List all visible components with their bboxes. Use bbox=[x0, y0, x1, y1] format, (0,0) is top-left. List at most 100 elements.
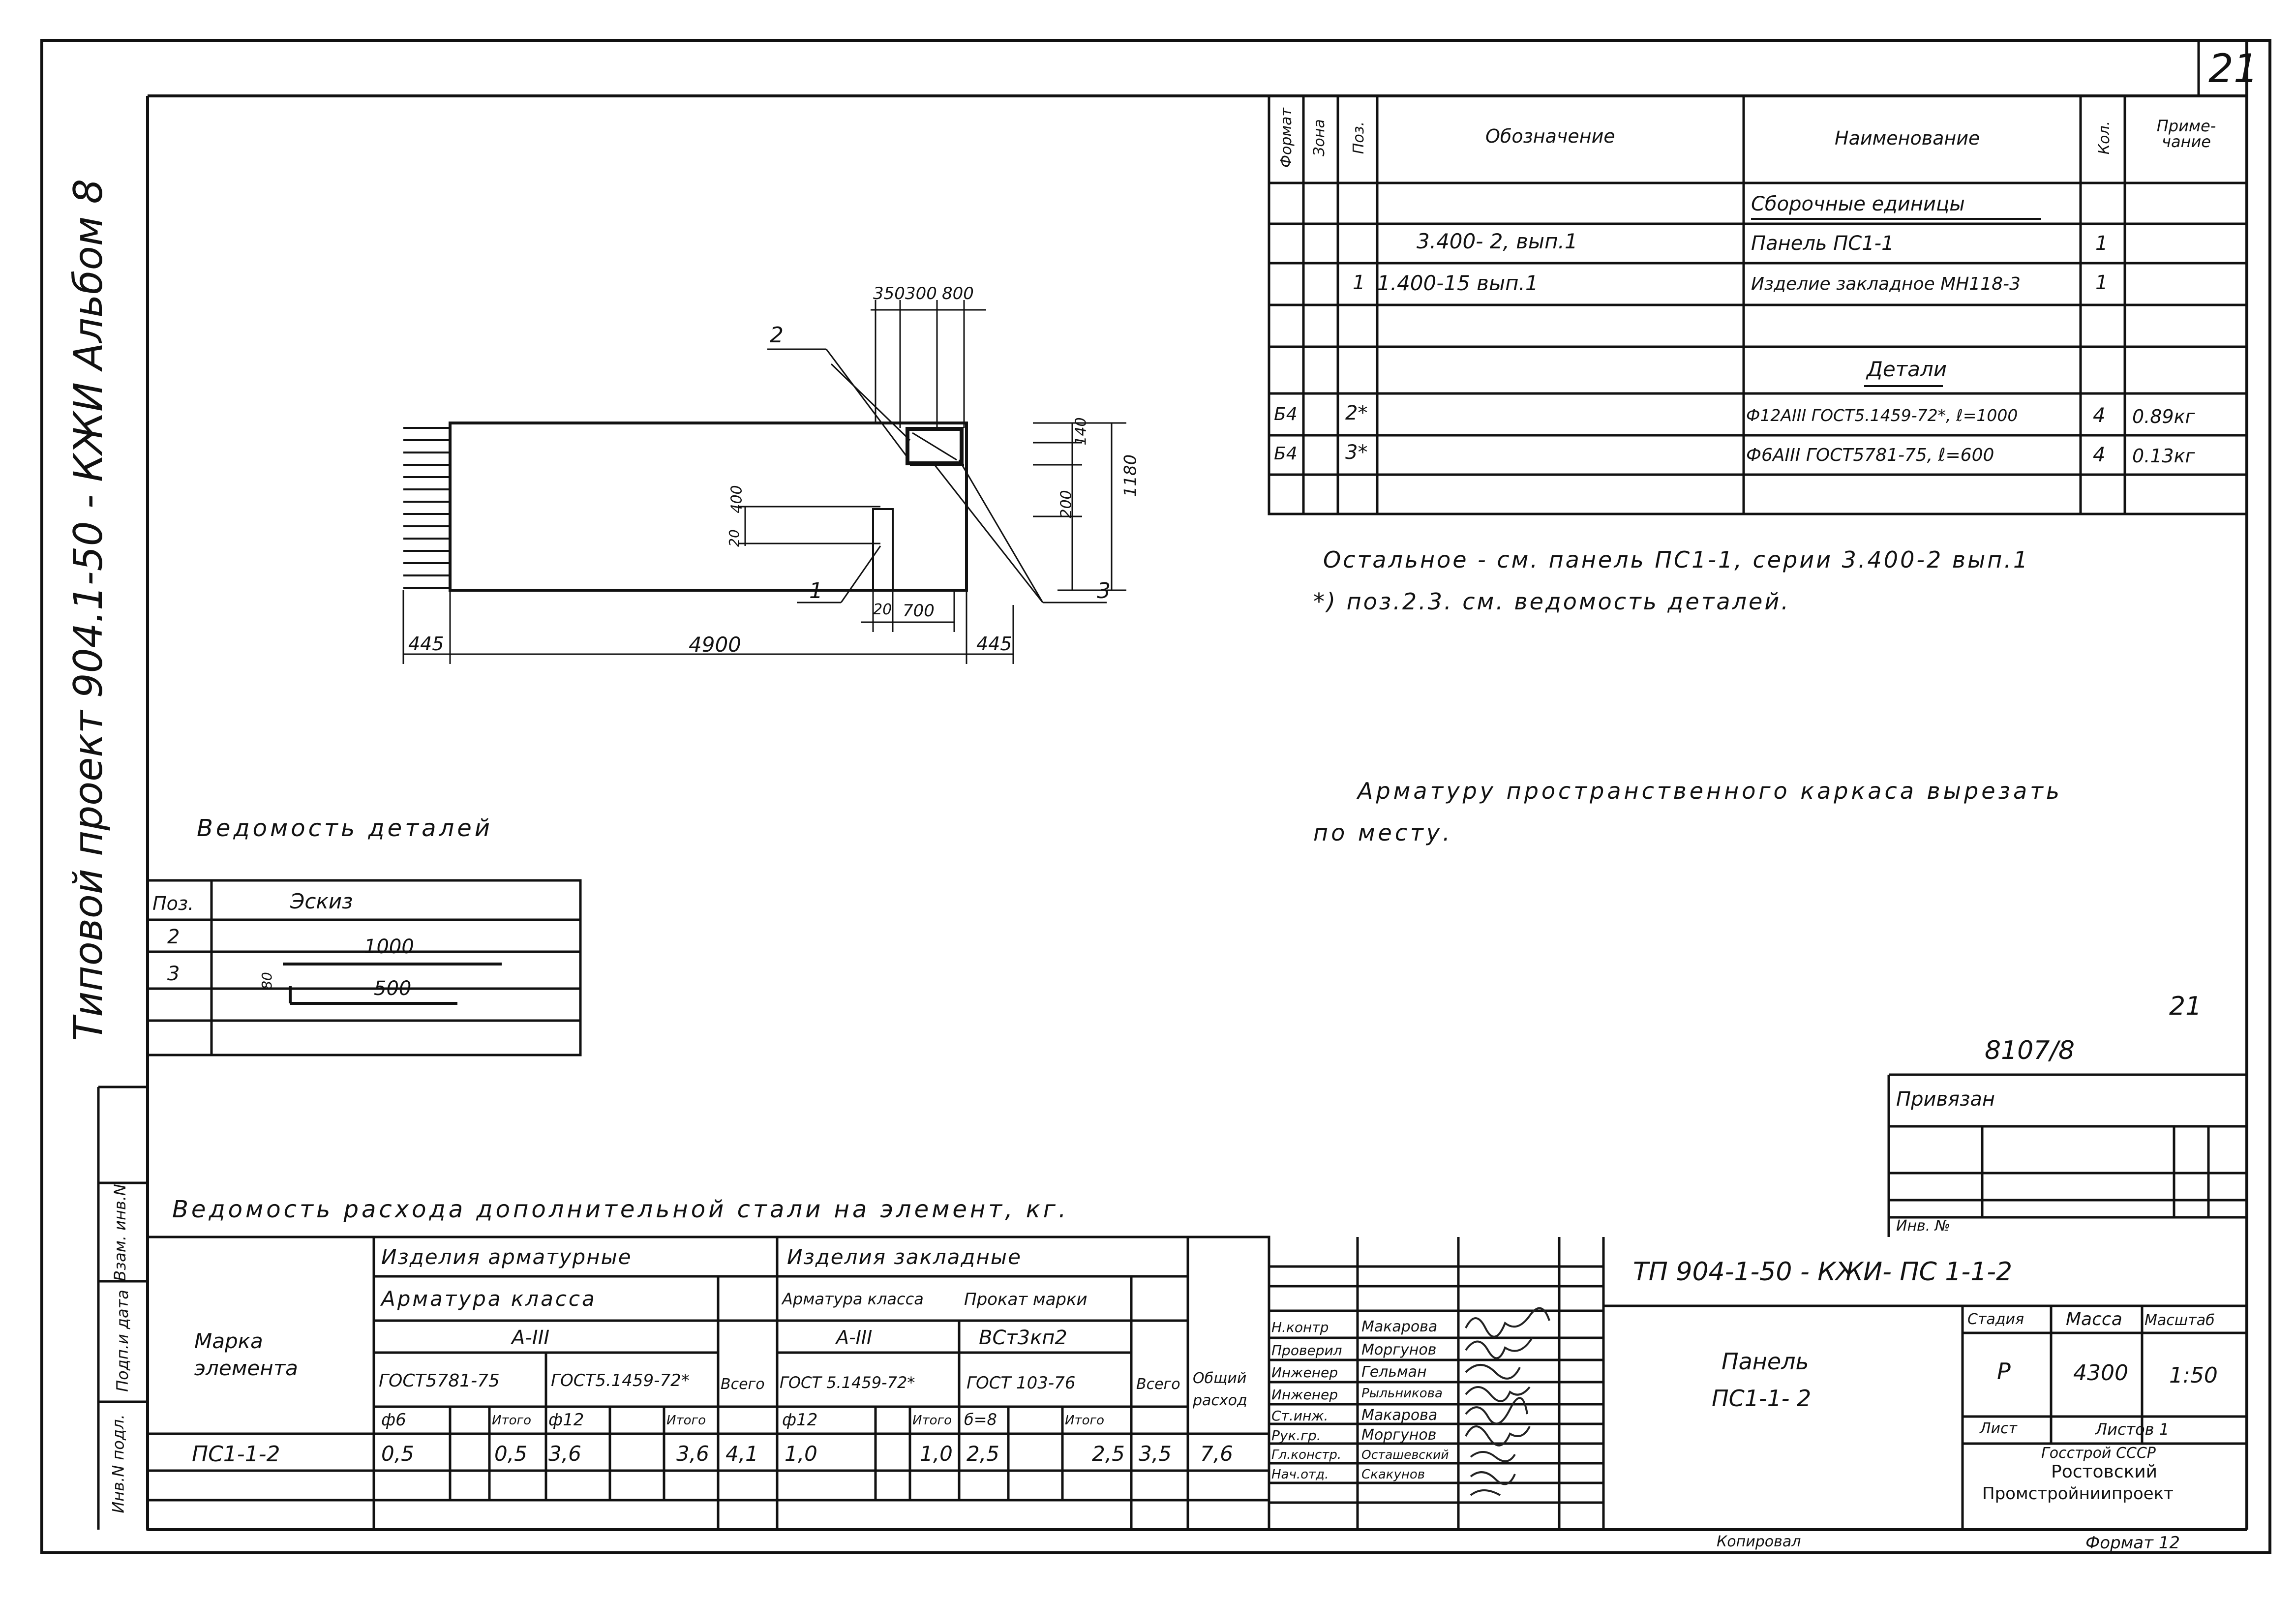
staff-role-6: Гл.констр. bbox=[1271, 1448, 1342, 1462]
title-code-top: 8107/8 bbox=[1985, 1036, 2075, 1065]
spec-header-qty: Кол. bbox=[2096, 121, 2114, 155]
dim-top-2: 300 bbox=[905, 284, 937, 303]
title-doc-code: ТП 904-1-50 - КЖИ- ПС 1-1-2 bbox=[1633, 1257, 2013, 1287]
title-format: Формат 12 bbox=[2085, 1533, 2180, 1553]
pos-label-1: 1 bbox=[809, 578, 823, 603]
title-inv: Инв. № bbox=[1896, 1217, 1951, 1235]
note-line-3: Арматуру пространственного каркаса вырез… bbox=[1358, 778, 2063, 804]
title-mass: 4300 bbox=[2073, 1360, 2128, 1386]
steel-group2-std2: ГОСТ 103-76 bbox=[967, 1373, 1076, 1393]
steel-title: Ведомость расхода дополнительной стали н… bbox=[172, 1196, 1069, 1223]
steel-sub-itogo-1: Итого bbox=[492, 1413, 532, 1428]
staff-name-4: Макарова bbox=[1361, 1407, 1438, 1424]
details-row-0-pos: 2 bbox=[167, 926, 180, 948]
spec-row-1-designation: 3.400- 2, вып.1 bbox=[1417, 229, 1578, 253]
details-header-pos: Поз. bbox=[152, 893, 194, 914]
signatures bbox=[1465, 1307, 1550, 1496]
title-mass-label: Масса bbox=[2066, 1309, 2122, 1329]
spec-row-6-format: Б4 bbox=[1274, 444, 1298, 464]
staff-name-7: Скакунов bbox=[1361, 1467, 1425, 1482]
dim-h140: 140 bbox=[1072, 417, 1090, 446]
side-label-inv: Инв.N подл. bbox=[109, 1414, 128, 1513]
staff-role-1: Проверил bbox=[1271, 1342, 1342, 1358]
spec-row-5-note: 0.89кг bbox=[2132, 406, 2195, 427]
spec-row-2-pos: 1 bbox=[1353, 272, 1365, 294]
steel-group1-std2: ГОСТ5.1459-72* bbox=[551, 1371, 690, 1390]
steel-row-it3: 1,0 bbox=[920, 1442, 953, 1466]
details-header-sketch: Эскиз bbox=[290, 889, 353, 913]
steel-row-it2: 3,6 bbox=[676, 1442, 709, 1466]
steel-sub-d12: ф12 bbox=[548, 1410, 584, 1430]
title-sheet-label: Лист bbox=[1980, 1420, 2018, 1437]
spec-row-2-qty: 1 bbox=[2095, 272, 2108, 294]
dim-b20: 20 bbox=[873, 601, 892, 618]
staff-role-4: Ст.инж. bbox=[1271, 1408, 1329, 1424]
steel-group1-sub: Арматура класса bbox=[381, 1287, 597, 1311]
title-scale-label: Масштаб bbox=[2145, 1312, 2215, 1329]
steel-group2-grade: ВСт3кп2 bbox=[979, 1327, 1067, 1349]
pos-label-2: 2 bbox=[770, 323, 784, 348]
steel-row-overall: 7,6 bbox=[1200, 1442, 1233, 1466]
details-row-1-hook: 80 bbox=[258, 972, 275, 990]
steel-sub-d6: ф6 bbox=[381, 1410, 406, 1430]
side-title: Типовой проект 904.1-50 - КЖИ Альбом 8 bbox=[65, 179, 111, 1041]
spec-row-0-name: Сборочные единицы bbox=[1751, 193, 1965, 215]
steel-row-d8: 2,5 bbox=[967, 1442, 999, 1466]
title-stage: Р bbox=[1997, 1358, 2011, 1385]
staff-role-5: Рук.гр. bbox=[1271, 1427, 1321, 1444]
staff-name-2: Гельман bbox=[1361, 1363, 1427, 1381]
steel-row-d6: 0,5 bbox=[381, 1442, 414, 1466]
note-line-2: *) поз.2.3. см. ведомость деталей. bbox=[1313, 588, 1790, 615]
steel-col-total-1: Всего bbox=[721, 1376, 765, 1393]
dim-h1180: 1180 bbox=[1120, 454, 1141, 497]
steel-header-mark: Марка элемента bbox=[194, 1329, 298, 1380]
note-line-4: по месту. bbox=[1313, 819, 1453, 846]
spec-row-5-pos: 2* bbox=[1345, 402, 1368, 424]
steel-row-it4: 2,5 bbox=[1092, 1442, 1125, 1466]
dim-h200: 200 bbox=[1057, 490, 1075, 518]
steel-sub-d12b: ф12 bbox=[782, 1410, 818, 1430]
dim-v400: 400 bbox=[728, 485, 746, 513]
steel-row-sum1: 4,1 bbox=[725, 1442, 758, 1466]
steel-row-sum2: 3,5 bbox=[1139, 1442, 1172, 1466]
staff-role-7: Нач.отд. bbox=[1271, 1467, 1329, 1482]
title-scale: 1:50 bbox=[2169, 1363, 2218, 1388]
staff-name-1: Моргунов bbox=[1361, 1341, 1437, 1358]
pos-label-3: 3 bbox=[1097, 578, 1111, 603]
spec-row-5-name: Ф12АIII ГОСТ5.1459-72*, ℓ=1000 bbox=[1746, 406, 2018, 425]
steel-sub-itogo-3: Итого bbox=[912, 1413, 952, 1428]
steel-row-it1: 0,5 bbox=[494, 1442, 527, 1466]
spec-header-zone: Зона bbox=[1310, 119, 1328, 156]
steel-group1-class: А-III bbox=[512, 1327, 550, 1349]
title-element-name-2: ПС1-1- 2 bbox=[1712, 1385, 1812, 1412]
staff-name-0: Макарова bbox=[1361, 1318, 1438, 1335]
steel-row-mark: ПС1-1-2 bbox=[192, 1442, 280, 1467]
spec-header-pos: Поз. bbox=[1350, 121, 1368, 154]
details-title: Ведомость деталей bbox=[197, 815, 493, 842]
dim-top-3: 800 bbox=[942, 284, 974, 303]
details-row-1-pos: 3 bbox=[167, 963, 180, 985]
steel-sub-itogo-4: Итого bbox=[1065, 1413, 1105, 1428]
dim-top-1: 350 bbox=[873, 284, 905, 303]
spec-row-5-format: Б4 bbox=[1274, 404, 1298, 424]
steel-group2: Изделия закладные bbox=[787, 1245, 1022, 1269]
dim-v20: 20 bbox=[725, 529, 742, 547]
details-row-1-dim: 500 bbox=[374, 977, 412, 1000]
dim-b700: 700 bbox=[903, 601, 935, 621]
dim-middle: 4900 bbox=[689, 633, 741, 657]
title-sheets-label: Листов 1 bbox=[2095, 1420, 2170, 1439]
steel-sub-itogo-2: Итого bbox=[666, 1413, 706, 1428]
spec-header-note: Приме-чание bbox=[2156, 117, 2216, 151]
steel-group2-sub1: Арматура класса bbox=[782, 1290, 924, 1308]
staff-name-3: Рыльникова bbox=[1361, 1386, 1443, 1401]
dim-left: 445 bbox=[408, 633, 444, 655]
title-copied: Копировал bbox=[1717, 1533, 1801, 1550]
title-org-2: Ростовский bbox=[2051, 1462, 2158, 1482]
steel-col-overall: Общий расход bbox=[1193, 1370, 1247, 1409]
title-org-1: Госстрой СССР bbox=[2041, 1445, 2156, 1462]
spec-row-2-name: Изделие закладное МН118-3 bbox=[1751, 274, 2021, 294]
staff-name-6: Осташевский bbox=[1361, 1448, 1449, 1462]
side-label-sign: Подп.и дата bbox=[113, 1290, 132, 1392]
steel-group2-sub2: Прокат марки bbox=[964, 1290, 1088, 1309]
